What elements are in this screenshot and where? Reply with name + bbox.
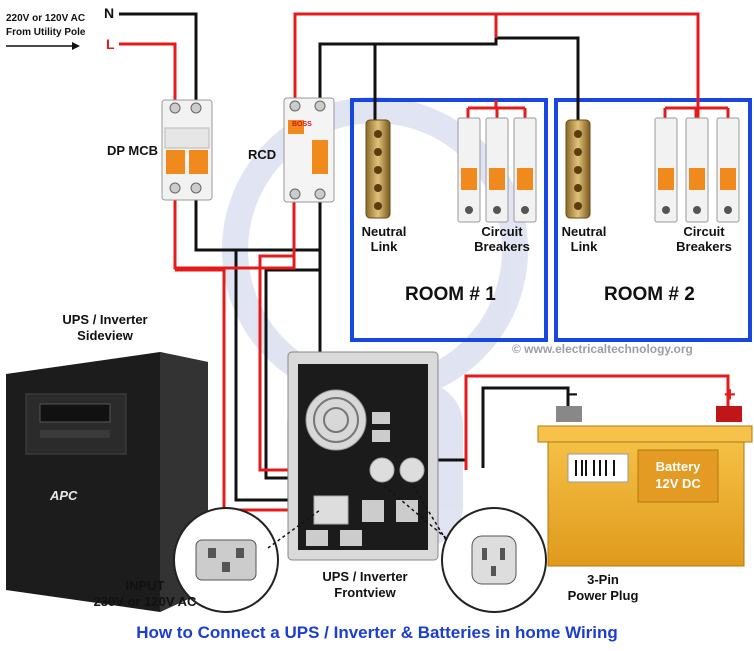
room-1-box: [350, 98, 548, 342]
supply-source-label: From Utility Pole: [6, 27, 86, 38]
dp-mcb-label: DP MCB: [107, 143, 159, 158]
input-socket-zoom: [173, 507, 279, 613]
battery-device: [537, 406, 753, 567]
rcd-label: RCD: [248, 147, 277, 162]
neutral-link-room1: [365, 119, 391, 219]
line-terminal-label: L: [106, 36, 115, 52]
room-2-box: [554, 98, 752, 342]
circuit-breakers-room1: [457, 117, 537, 223]
neutral-terminal-label: N: [104, 5, 115, 21]
room-2-label: ROOM # 2: [604, 284, 695, 305]
rcd-brand-logo: BOSS: [292, 121, 312, 128]
power-plug-zoom: [441, 507, 547, 613]
battery-positive-sign: +: [724, 384, 736, 406]
page-title: How to Connect a UPS / Inverter & Batter…: [136, 623, 618, 642]
zoom-pointers: [267, 483, 447, 549]
apc-logo: APC: [50, 488, 78, 503]
neutral-link-room2: [565, 119, 591, 219]
ups-frontview: [287, 351, 439, 561]
battery-negative-sign: −: [566, 384, 578, 406]
supply-voltage-label: 220V or 120V AC: [6, 13, 86, 24]
room-1-label: ROOM # 1: [405, 284, 496, 305]
watermark-text: © www.electricaltechnology.org: [512, 342, 693, 356]
rcd-device: [283, 97, 335, 203]
dp-mcb-device: [161, 99, 213, 201]
supply-arrow: [6, 42, 80, 50]
circuit-breakers-room2: [654, 117, 740, 223]
ups-sideview: [6, 352, 208, 612]
